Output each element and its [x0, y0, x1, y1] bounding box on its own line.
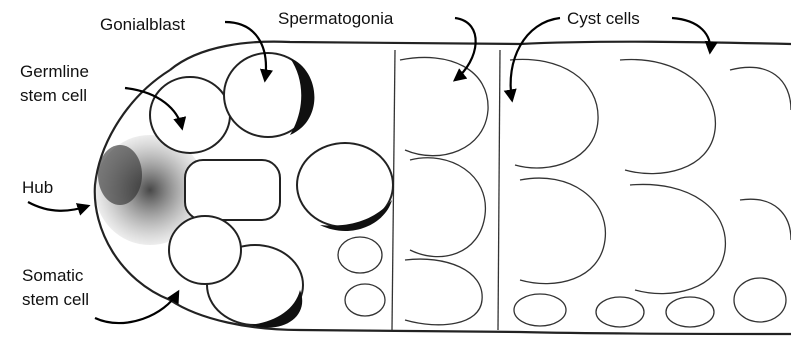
gonialblast-label: Gonialblast [100, 15, 185, 34]
cyst-cells-arrow-right [672, 18, 710, 52]
cyst-cell-region [510, 59, 791, 327]
germline-label-line1: Germline [20, 62, 89, 81]
spermatogonia-arrow [455, 18, 476, 80]
spermatogonia-label: Spermatogonia [278, 9, 394, 28]
germline-cell-lower-left [169, 216, 241, 284]
germline-stem-cell [150, 77, 230, 153]
gonialblast-cell [224, 53, 314, 137]
hub-arrow [28, 202, 88, 211]
cyst-cells-label: Cyst cells [567, 9, 640, 28]
hub-label: Hub [22, 178, 53, 197]
germline-cell-middle [297, 143, 393, 231]
somatic-label-line2: stem cell [22, 290, 89, 309]
somatic-label-line1: Somatic [22, 266, 84, 285]
somatic-arrow [95, 292, 178, 323]
germline-label-line2: stem cell [20, 86, 87, 105]
